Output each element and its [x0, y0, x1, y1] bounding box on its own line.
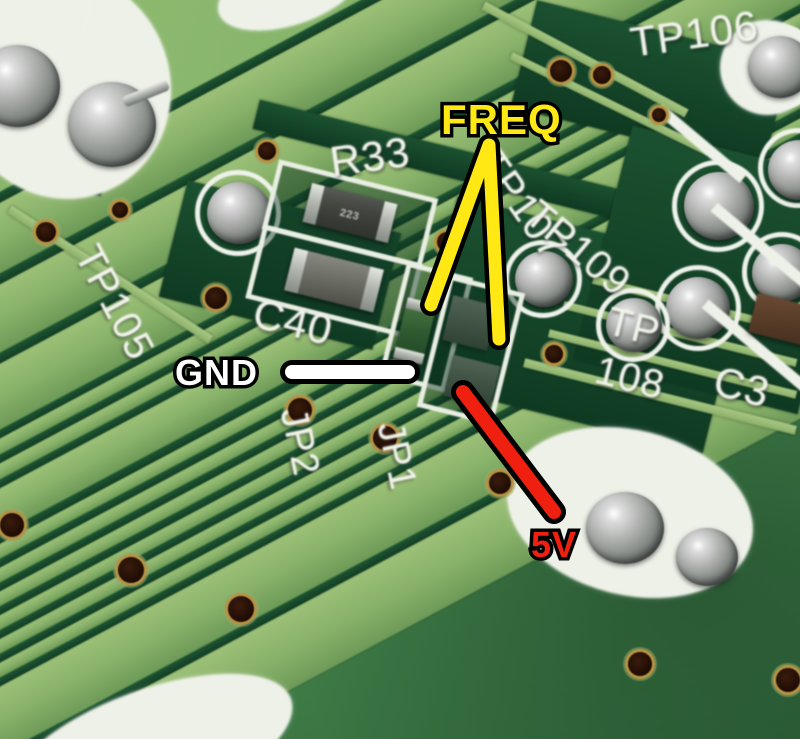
annotation-label-5v: 5V — [527, 523, 579, 566]
solder-joint — [586, 492, 664, 564]
via-hole — [437, 232, 457, 252]
pad-ring — [736, 24, 800, 110]
via-hole — [652, 108, 666, 122]
via-hole — [545, 345, 563, 363]
via-hole — [0, 513, 24, 537]
via-hole — [489, 472, 511, 494]
via-hole — [288, 398, 312, 422]
solder-joint — [606, 298, 662, 352]
via-hole — [373, 426, 397, 450]
via-hole — [228, 596, 254, 622]
annotation-label-freq: FREQ — [438, 95, 565, 144]
pad-ring — [195, 170, 281, 256]
via-hole — [593, 66, 611, 84]
solder-joint — [676, 528, 738, 586]
pad-ring — [596, 288, 670, 362]
via-hole — [205, 287, 227, 309]
via-hole — [118, 557, 144, 583]
via-hole — [36, 222, 56, 242]
annotation-label-gnd: GND — [172, 351, 261, 394]
via-hole — [112, 202, 128, 218]
solder-joint — [748, 36, 800, 98]
solder-joint — [515, 251, 573, 307]
via-hole — [258, 142, 276, 160]
solder-joint — [666, 277, 730, 339]
via-hole — [628, 652, 652, 676]
solder-joint — [207, 182, 271, 244]
via-hole — [776, 668, 800, 692]
via-hole — [550, 60, 572, 82]
